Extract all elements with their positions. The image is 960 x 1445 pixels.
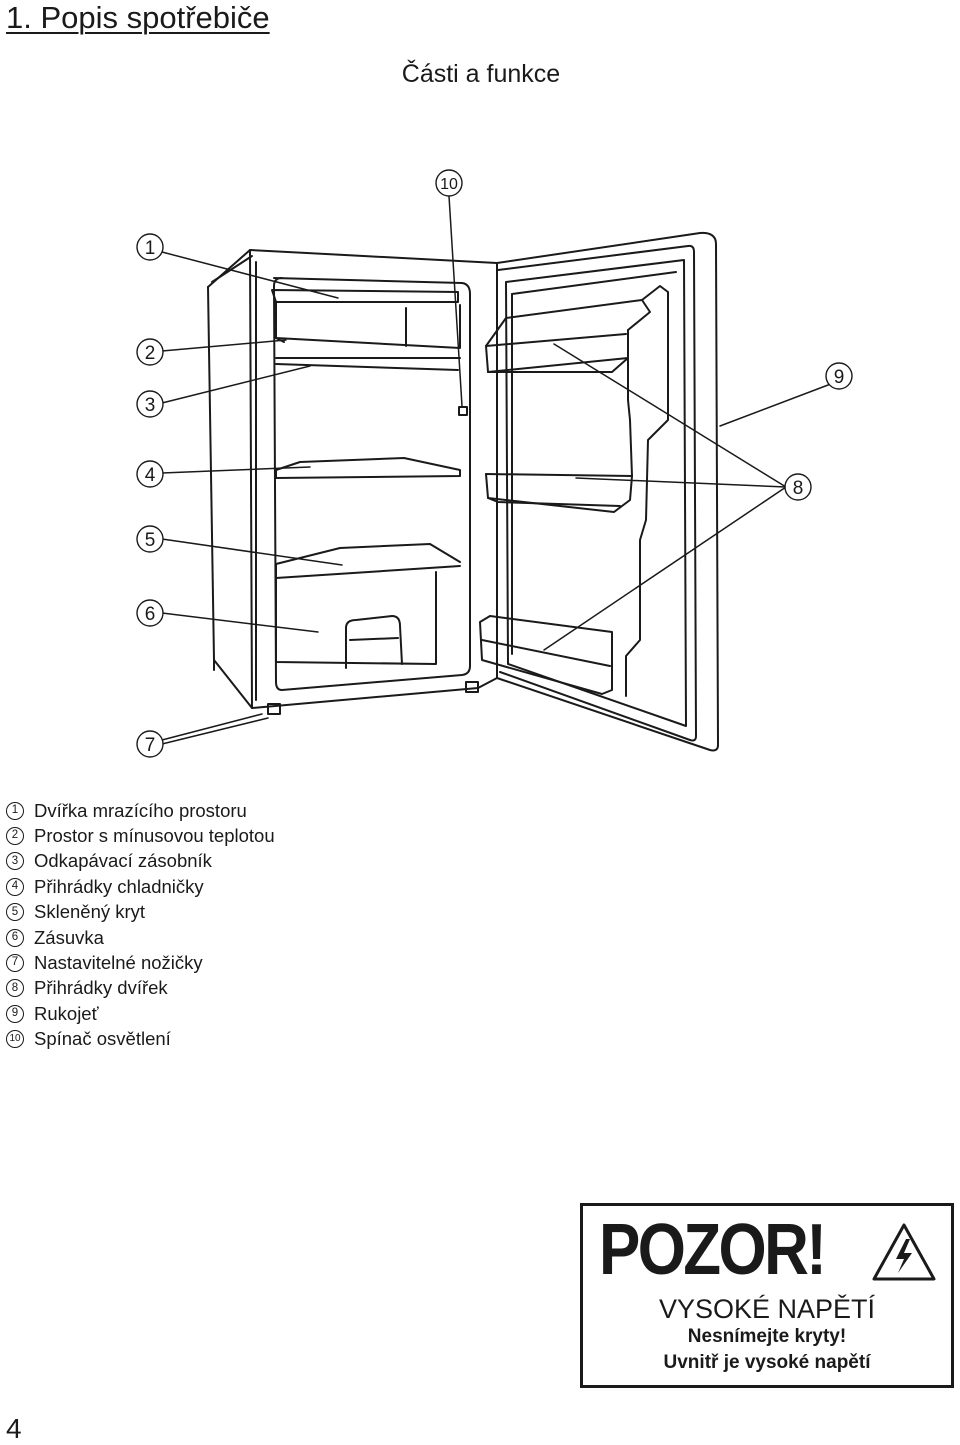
callout-5-label: 5 [145, 530, 156, 551]
callout-7-label: 7 [145, 735, 156, 756]
callout-9-label: 9 [834, 367, 845, 388]
callout-6 [136, 599, 164, 627]
high-voltage-warning-box: POZOR! VYSOKÉ NAPĚTÍ Nesnímejte kryty! U… [580, 1203, 954, 1388]
callout-1-label: 1 [145, 238, 156, 259]
legend-item: 6 Zásuvka [6, 925, 275, 950]
legend-number: 8 [6, 979, 24, 998]
legend-label: Spínač osvětlení [34, 1028, 171, 1050]
callout-8-label: 8 [793, 478, 804, 499]
callout-4-label: 4 [145, 465, 156, 486]
legend-label: Přihrádky chladničky [34, 875, 204, 897]
warning-line-2: Uvnitř je vysoké napětí [663, 1352, 871, 1373]
warning-line-1: Nesnímejte kryty! [687, 1326, 847, 1347]
figure-subtitle-text: Části a funkce [401, 60, 561, 88]
callout-4 [136, 460, 164, 488]
parts-legend: 1 Dvířka mrazícího prostoru 2 Prostor s … [6, 798, 275, 1052]
fridge-cabinet [207, 249, 498, 715]
callout-8 [784, 473, 812, 501]
legend-number: 5 [6, 903, 24, 922]
legend-item: 1 Dvířka mrazícího prostoru [6, 798, 275, 823]
legend-number: 3 [6, 852, 24, 871]
legend-item: 4 Přihrádky chladničky [6, 874, 275, 899]
legend-item: 10 Spínač osvětlení [6, 1027, 275, 1052]
legend-number: 1 [6, 801, 24, 820]
figure-subtitle: Části a funkce [0, 60, 960, 89]
legend-label: Zásuvka [34, 926, 104, 948]
legend-number: 9 [6, 1004, 24, 1023]
legend-label: Skleněný kryt [34, 901, 146, 923]
legend-label: Nastavitelné nožičky [34, 952, 203, 974]
callout-3 [136, 390, 164, 418]
legend-label: Prostor s mínusovou teplotou [34, 825, 275, 847]
callout-10-label: 10 [440, 176, 458, 193]
callout-5 [136, 525, 164, 553]
warning-title: POZOR! [599, 1210, 827, 1290]
legend-label: Odkapávací zásobník [34, 850, 212, 872]
callout-9 [825, 362, 853, 390]
callout-2 [136, 338, 164, 366]
callout-leaders [161, 195, 837, 745]
legend-number: 10 [6, 1030, 24, 1049]
legend-number: 7 [6, 954, 24, 973]
fridge-diagram: 1 2 3 4 5 6 7 8 9 10 [136, 169, 853, 758]
legend-label: Dvířka mrazícího prostoru [34, 799, 247, 821]
legend-item: 3 Odkapávací zásobník [6, 849, 275, 874]
callout-10 [435, 169, 463, 197]
legend-number: 4 [6, 877, 24, 896]
legend-item: 8 Přihrádky dvířek [6, 976, 275, 1001]
legend-item: 5 Skleněný kryt [6, 900, 275, 925]
legend-label: Přihrádky dvířek [34, 977, 168, 999]
fridge-door [479, 231, 719, 752]
callout-3-label: 3 [145, 395, 156, 416]
callout-1 [136, 233, 164, 261]
legend-label: Rukojeť [34, 1002, 99, 1024]
callout-2-label: 2 [145, 343, 156, 364]
section-heading: 1. Popis spotřebiče [6, 0, 270, 35]
high-voltage-warning-icon [872, 1223, 936, 1281]
legend-number: 2 [6, 827, 24, 846]
callout-markers [136, 169, 853, 758]
legend-item: 9 Rukojeť [6, 1001, 275, 1026]
callout-7 [136, 730, 164, 758]
warning-subtitle: VYSOKÉ NAPĚTÍ [658, 1294, 876, 1324]
legend-number: 6 [6, 928, 24, 947]
legend-item: 7 Nastavitelné nožičky [6, 950, 275, 975]
callout-6-label: 6 [145, 604, 156, 625]
page-number: 4 [6, 1413, 22, 1444]
legend-item: 2 Prostor s mínusovou teplotou [6, 823, 275, 848]
